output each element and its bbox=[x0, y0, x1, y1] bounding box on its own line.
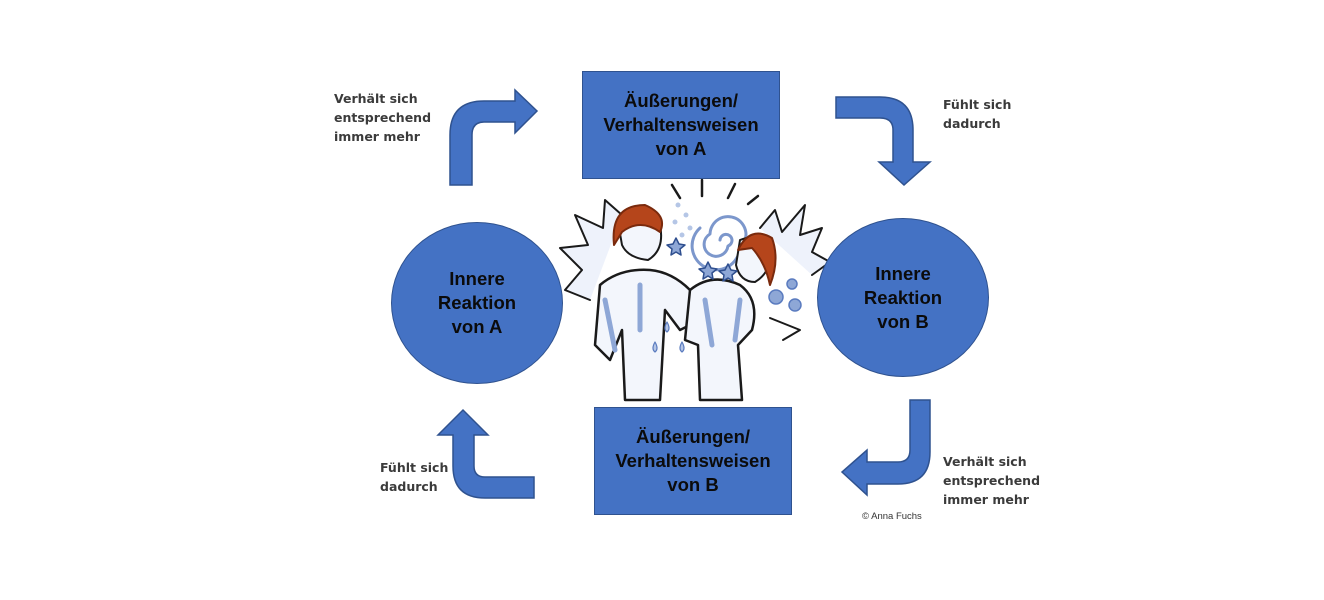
label-tr-line-2: dadurch bbox=[943, 116, 1001, 131]
hair-b bbox=[737, 232, 777, 286]
box-utterances-b-line-1: Äußerungen/ bbox=[635, 426, 751, 447]
box-utterances-a: Äußerungen/ Verhaltensweisen von A bbox=[582, 71, 780, 179]
box-utterances-b-line-2: Verhaltensweisen bbox=[615, 450, 771, 471]
circle-a-line-3: von A bbox=[451, 316, 503, 337]
box-utterances-b-line-3: von B bbox=[667, 474, 719, 495]
label-br-line-3: immer mehr bbox=[943, 492, 1029, 507]
box-utterances-a-line-3: von A bbox=[655, 138, 707, 159]
box-utterances-b: Äußerungen/ Verhaltensweisen von B bbox=[594, 407, 792, 515]
label-tl-line-2: entsprechend bbox=[334, 110, 432, 125]
label-tl-line-1: Verhält sich bbox=[334, 91, 418, 106]
hair-a bbox=[612, 204, 664, 246]
label-bl-line-2: dadurch bbox=[380, 479, 438, 494]
arrow-top-left bbox=[449, 88, 539, 186]
person-b bbox=[683, 278, 756, 402]
arrows bbox=[436, 88, 932, 499]
arrow-bottom-left bbox=[436, 408, 535, 499]
bubbles-icon bbox=[768, 278, 802, 312]
label-tl-line-3: immer mehr bbox=[334, 129, 420, 144]
star-icons bbox=[666, 237, 738, 282]
box-utterances-a-line-2: Verhaltensweisen bbox=[603, 114, 759, 135]
box-utterances-a-line-1: Äußerungen/ bbox=[623, 90, 739, 111]
label-behaves-accordingly-bottom-right: Verhält sich entsprechend immer mehr bbox=[943, 452, 1040, 509]
label-feels-bottom-left: Fühlt sich dadurch bbox=[380, 458, 448, 496]
circle-inner-reaction-a: Innere Reaktion von A bbox=[391, 222, 563, 384]
arrow-bottom-right bbox=[840, 399, 931, 497]
circle-a-line-2: Reaktion bbox=[437, 292, 517, 313]
circle-inner-reaction-b: Innere Reaktion von B bbox=[817, 218, 989, 377]
person-a bbox=[593, 268, 702, 402]
arguing-people-illustration bbox=[559, 178, 831, 402]
label-behaves-accordingly-top-left: Verhält sich entsprechend immer mehr bbox=[334, 89, 431, 146]
label-feels-top-right: Fühlt sich dadurch bbox=[943, 95, 1011, 133]
label-tr-line-1: Fühlt sich bbox=[943, 97, 1012, 112]
label-br-line-1: Verhält sich bbox=[943, 454, 1027, 469]
circle-b-line-1: Innere bbox=[875, 262, 931, 284]
circle-b-line-3: von B bbox=[877, 310, 929, 332]
label-bl-line-1: Fühlt sich bbox=[380, 460, 449, 475]
circle-a-line-1: Innere bbox=[449, 268, 505, 289]
label-br-line-2: entsprechend bbox=[943, 473, 1041, 488]
anger-burst-right bbox=[759, 204, 831, 276]
anger-burst-left bbox=[559, 199, 623, 301]
circle-b-line-2: Reaktion bbox=[863, 286, 943, 308]
arrow-top-right bbox=[835, 96, 932, 187]
copyright-notice: © Anna Fuchs bbox=[862, 511, 922, 522]
